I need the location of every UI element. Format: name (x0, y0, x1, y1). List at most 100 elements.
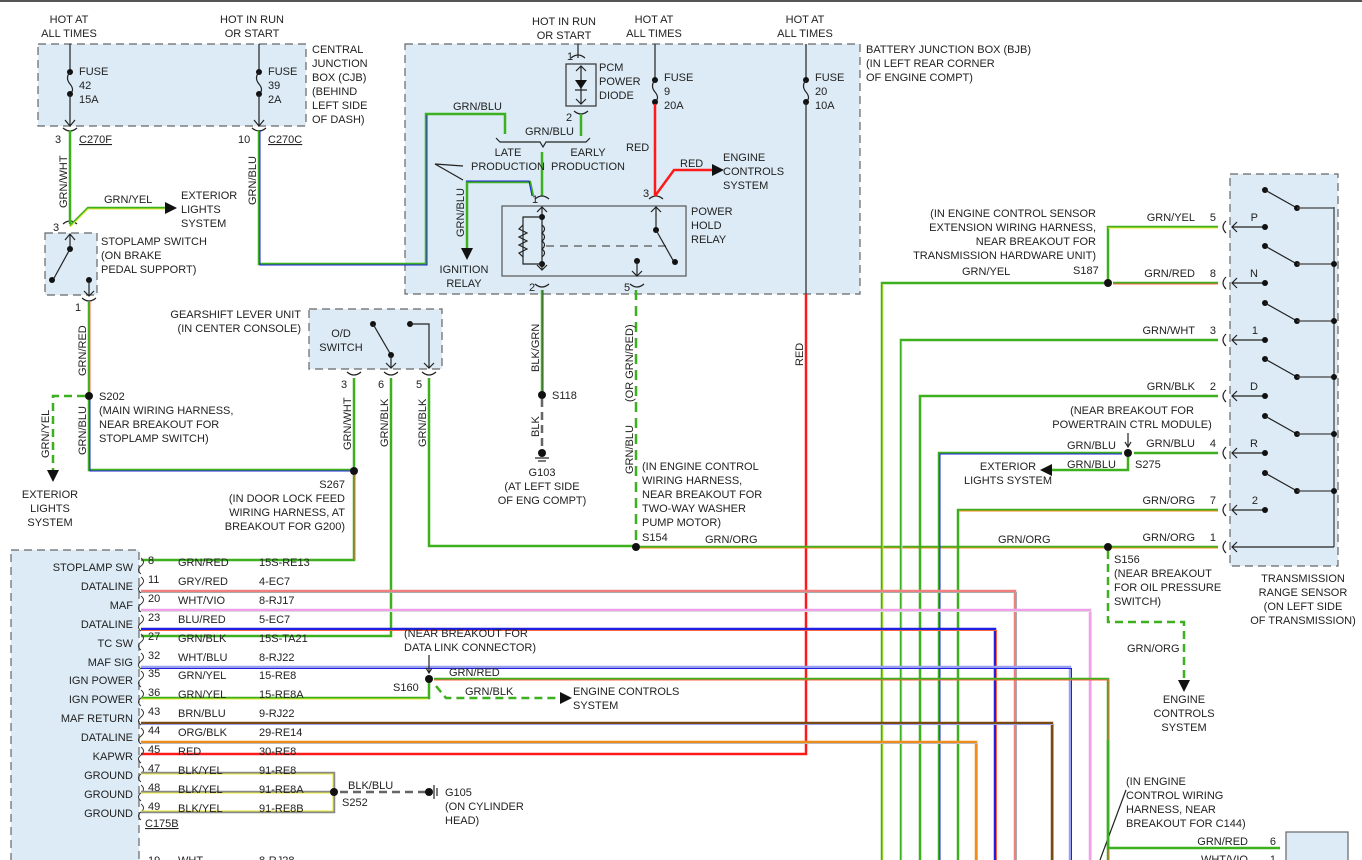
wire-red-kapwr (141, 294, 808, 756)
engine-controls-label: ENGINE (1163, 694, 1205, 706)
wire-grn-blu-relay5 (632, 290, 640, 551)
connector-cup (1222, 389, 1227, 403)
wire-color-label: GRN/BLU (624, 425, 636, 474)
wire-color-label: GRN/ORG (998, 534, 1051, 546)
pin-number: 2 (529, 282, 535, 294)
pin-number: 32 (148, 650, 160, 662)
splice-note: (IN ENGINE CONTROL (642, 461, 759, 473)
wire-grn-blk-od-5 (427, 378, 636, 548)
transmission-range-sensor-label: (ON LEFT SIDE (1264, 601, 1343, 613)
exterior-lights-label: LIGHTS (30, 503, 70, 515)
fuse-9 (651, 44, 659, 105)
trs-position-label: N (1250, 268, 1258, 280)
splice-s252-group (141, 771, 438, 814)
circuit-number: 91-RE8B (259, 803, 304, 815)
stoplamp-switch-box (44, 232, 98, 296)
wire-color-label: BLK/BLU (348, 780, 393, 792)
splice-label: S275 (1135, 459, 1161, 471)
wire-color-label: GRN/BLU (247, 156, 259, 205)
stoplamp-switch-label: (ON BRAKE (101, 250, 162, 262)
arrow-ext-lights-icon (1040, 464, 1052, 476)
trs-contact-dot (1262, 507, 1268, 513)
wire-color-label: RED (794, 343, 806, 366)
pin-number: 3 (341, 379, 347, 391)
circuit-number: 15-RE8A (259, 689, 304, 701)
pin-number: 20 (148, 593, 160, 605)
battery-junction-box (404, 43, 861, 295)
wire-color-label: GRN/RED (1144, 268, 1195, 280)
pcm-power-diode-label: DIODE (599, 90, 634, 102)
c144-leader-line (1099, 789, 1127, 860)
fuse-9-label: 20A (664, 100, 684, 112)
pin-number: 47 (148, 763, 160, 775)
stoplamp-switch-label: STOPLAMP SWITCH (101, 236, 207, 248)
wire-color-label: WHT/VIO (1201, 854, 1248, 860)
pcm-pin-cup (138, 652, 144, 670)
splice-label: S118 (552, 390, 577, 402)
exterior-lights-label: EXTERIOR (181, 190, 237, 202)
trs-switch-group (1222, 187, 1337, 554)
splice-s187 (1104, 279, 1112, 287)
cjb-label: (BEHIND (312, 86, 357, 98)
harness-wire (141, 627, 997, 860)
power-source-label: HOT AT (50, 14, 89, 26)
wire-color-label: GRN/ORG (705, 534, 758, 546)
trs-contact-dot (1262, 393, 1268, 399)
splice-note: NEAR BREAKOUT FOR (99, 419, 219, 431)
transmission-range-sensor-label: RANGE SENSOR (1259, 587, 1348, 599)
arrow-icon (1231, 221, 1238, 233)
wire-color-label: GRN/YEL (962, 266, 1010, 278)
trs-bus-dot (1331, 261, 1337, 267)
fuse-39-label: 2A (268, 94, 282, 106)
splice-label: S252 (342, 797, 368, 809)
splice-note: POWERTRAIN CTRL MODULE) (1052, 419, 1212, 431)
splice-label: S156 (1114, 554, 1140, 566)
pcm-pin-function: DATALINE (81, 581, 133, 593)
wire-c144-grnred (1106, 740, 1280, 850)
pcm-power-diode-label: POWER (599, 76, 641, 88)
power-source-label: HOT IN RUN (532, 16, 596, 28)
engine-controls-label: ENGINE (723, 152, 765, 164)
connector-cup (1222, 503, 1227, 517)
power-hold-relay (501, 195, 687, 288)
wire-color-label: RED (178, 746, 201, 758)
pcm-pin-function: KAPWR (93, 751, 133, 763)
wire-trs-d (918, 394, 1218, 860)
splice-note: (IN DOOR LOCK FEED (229, 493, 345, 505)
wire-color-label: ORG/BLK (178, 727, 228, 739)
pcm-pin-function: DATALINE (81, 732, 133, 744)
power-source-label: HOT IN RUN (220, 14, 284, 26)
transmission-range-sensor-label: TRANSMISSION (1261, 573, 1345, 585)
wire-color-label: GRN/BLU (1146, 438, 1195, 450)
wire-color-label: GRN/BLU (525, 126, 574, 138)
wire-grn-red-stoplamp (87, 302, 91, 396)
arrow-engine-controls-icon (1178, 680, 1190, 692)
pcm-pin-function: IGN POWER (69, 694, 133, 706)
pin-number: 1 (567, 51, 573, 63)
circuit-number: 5-EC7 (259, 614, 290, 626)
trs-blade (1264, 302, 1298, 322)
wire-color-label: BLK/YEL (178, 784, 223, 796)
trs-blade (1264, 189, 1298, 209)
connector-c270f: C270F (79, 134, 112, 146)
pcm-wire-group (138, 557, 1092, 860)
circuit-number: 30-RE8 (259, 746, 296, 758)
fuse-39-label: 39 (268, 80, 280, 92)
pin-number: 3 (1210, 325, 1216, 337)
pin-number: 10 (238, 134, 250, 146)
wire-color-label: GRN/BLU (1067, 440, 1116, 452)
splice-s156 (1104, 543, 1112, 551)
engine-controls-label: CONTROLS (1153, 708, 1214, 720)
trs-blade (1264, 472, 1298, 492)
pin-number: 1 (1210, 532, 1216, 544)
connector-c270c: C270C (268, 134, 302, 146)
splice-note: FOR OIL PRESSURE (1114, 582, 1221, 594)
splice-note: WIRING HARNESS, (642, 475, 742, 487)
gearshift-lever-unit-box (308, 308, 443, 370)
wire-grn-blu-c270c (257, 112, 507, 266)
arrow-icon (1231, 277, 1238, 289)
splice-note: NEAR BREAKOUT FOR (976, 236, 1096, 248)
wire-color-label: RED (680, 158, 703, 170)
arrow-icon (1231, 504, 1238, 516)
engine-controls-label: SYSTEM (1161, 722, 1206, 734)
